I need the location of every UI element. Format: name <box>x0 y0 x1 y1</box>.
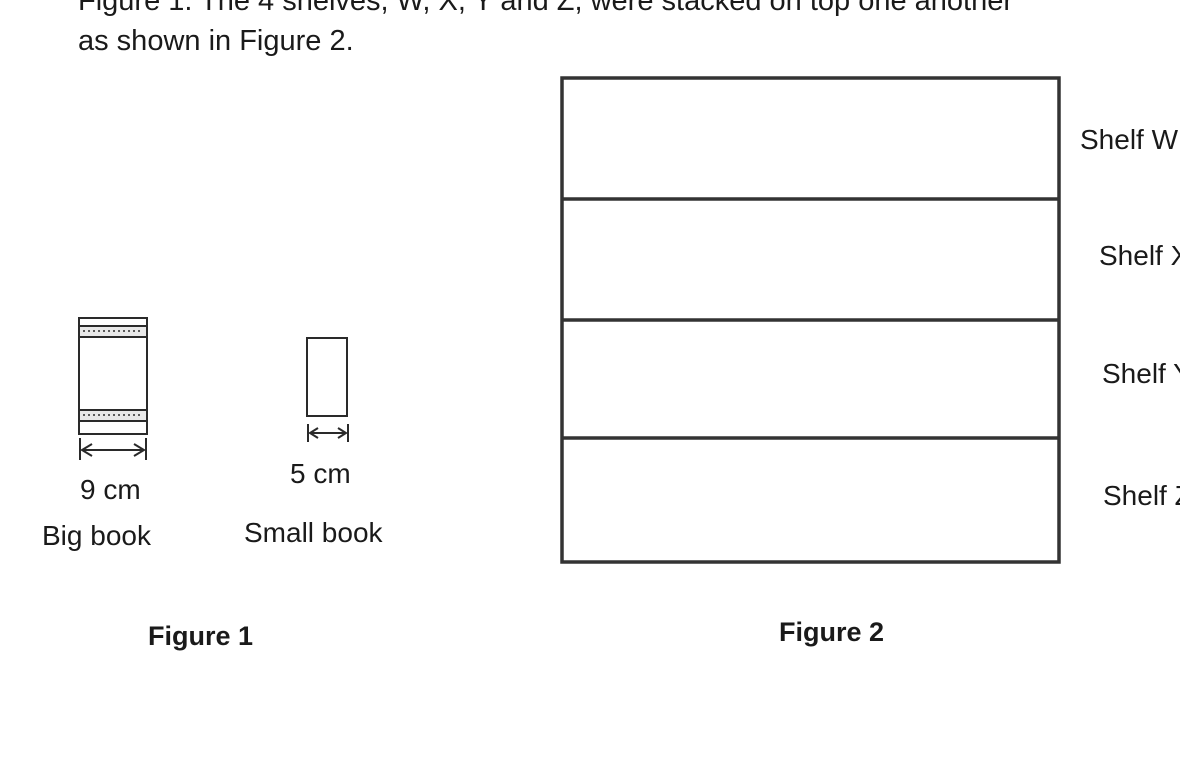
shelf-label-z: Shelf Z <box>1103 480 1180 511</box>
big-book-drawing <box>78 317 148 435</box>
shelf-label-y: Shelf Y <box>1102 358 1180 389</box>
figure-2-caption: Figure 2 <box>779 617 885 647</box>
shelf-label-w: Shelf W <box>1080 124 1179 155</box>
intro-text-line-2: as shown in Figure 2. <box>78 25 354 57</box>
intro-text-line-1: Figure 1. The 4 shelves, W, X, Y and Z, … <box>78 0 1013 17</box>
small-book-outline <box>306 337 348 417</box>
big-book-dimension-arrow <box>79 438 147 460</box>
figure-1-caption: Figure 1 <box>148 621 254 651</box>
shelf-stack <box>560 76 1061 564</box>
small-book-name-label: Small book <box>244 517 383 548</box>
small-book-dimension-arrow <box>307 424 349 442</box>
small-book-width-label: 5 cm <box>290 458 351 489</box>
big-book-name-label: Big book <box>42 520 151 551</box>
shelf-label-x: Shelf X <box>1099 240 1180 271</box>
big-book-width-label: 9 cm <box>80 474 141 505</box>
big-book-outline <box>78 317 148 435</box>
small-book-drawing <box>306 337 348 417</box>
